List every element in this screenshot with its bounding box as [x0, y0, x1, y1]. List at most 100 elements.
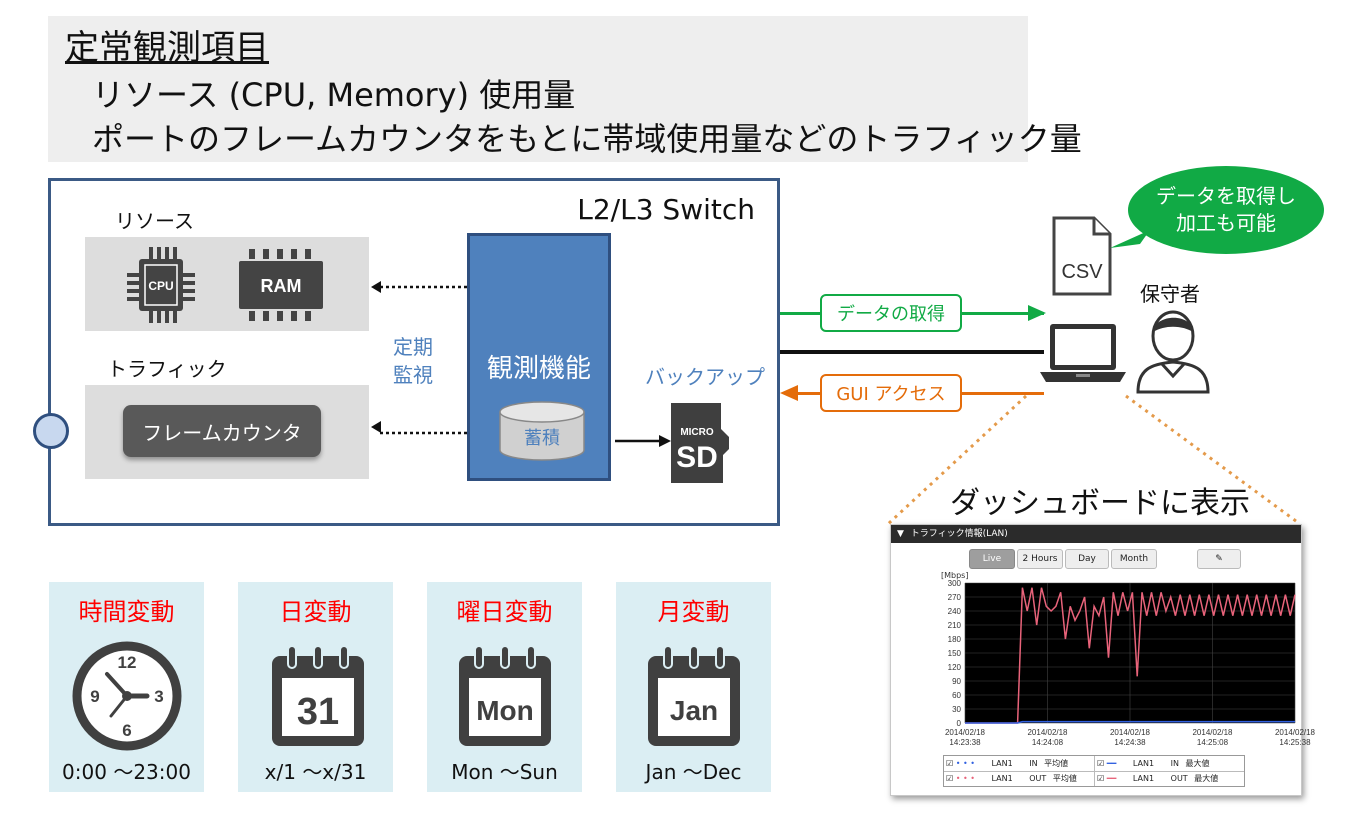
card-footer: x/1 〜x/31: [264, 760, 367, 784]
edit-pencil-icon[interactable]: ✎: [1197, 549, 1241, 569]
legend-stat: 最大値: [1194, 774, 1219, 783]
checkbox-icon[interactable]: ☑: [1097, 774, 1105, 783]
ram-chip-icon: RAM: [239, 249, 323, 321]
clock-9: 9: [90, 687, 99, 706]
legend-stat: 平均値: [1044, 759, 1069, 768]
card-title: 日変動: [279, 598, 352, 626]
dashboard-title: ダッシュボードに表示: [950, 486, 1250, 521]
sd-big-text: SD: [676, 441, 718, 474]
dotted-line-icon: • • •: [955, 759, 975, 768]
legend-stat: 最大値: [1185, 759, 1210, 768]
y-tick-label: 30: [952, 705, 961, 714]
laptop-icon: [1040, 324, 1126, 382]
live-button[interactable]: Live: [969, 549, 1015, 569]
calendar-icon: Jan: [648, 645, 740, 746]
series-line: [965, 587, 1296, 724]
get-data-label: データの取得: [820, 294, 962, 332]
clock-6: 6: [122, 721, 131, 740]
periodic-line2: 監視: [393, 363, 433, 387]
periodic-line1: 定期: [393, 335, 433, 359]
x-tick-label: 14:24:08: [1032, 738, 1064, 747]
clock-12: 12: [118, 653, 137, 672]
x-tick-label: 2014/02/18: [1027, 728, 1068, 737]
x-tick-label: 14:23:38: [949, 738, 981, 747]
header-line-resource: リソース (CPU, Memory) 使用量: [92, 76, 576, 114]
card-title: 月変動: [657, 598, 730, 626]
checkbox-icon[interactable]: ☑: [946, 759, 954, 768]
x-tick-label: 2014/02/18: [1110, 728, 1151, 737]
csv-file-icon: CSV: [1052, 216, 1112, 296]
resource-label: リソース: [115, 209, 194, 233]
x-tick-label: 2014/02/18: [1275, 728, 1316, 737]
y-tick-label: 270: [948, 593, 962, 602]
clock-icon: 12 3 6 9: [72, 641, 182, 751]
monitor-arrows: [371, 281, 467, 435]
sd-small-text: MICRO: [680, 427, 714, 438]
legend-dir: OUT: [1170, 774, 1188, 783]
connection-line: [780, 350, 1044, 354]
solid-line-icon: ━━: [1106, 774, 1117, 783]
speech-bubble: データを取得し 加工も可能: [1128, 166, 1324, 254]
legend-in-avg[interactable]: ☑ • • • LAN1 IN 平均値: [946, 758, 1068, 769]
card-footer: 0:00 〜23:00: [62, 760, 191, 784]
operator-person-icon: [1136, 310, 1210, 394]
legend-dir: OUT: [1029, 774, 1047, 783]
bubble-tail: [1110, 230, 1150, 248]
day-button[interactable]: Day: [1065, 549, 1109, 569]
legend-in-max[interactable]: ☑ ━━ LAN1 IN 最大値: [1097, 758, 1210, 769]
x-tick-label: 14:24:38: [1114, 738, 1146, 747]
calendar-text: 31: [297, 691, 339, 733]
series-line: [965, 720, 1295, 724]
checkbox-icon[interactable]: ☑: [946, 774, 954, 783]
x-tick-label: 2014/02/18: [1192, 728, 1233, 737]
y-tick-label: 120: [948, 663, 962, 672]
legend-dir: IN: [1170, 759, 1179, 768]
y-tick-label: 300: [948, 579, 962, 588]
dotted-line-icon: • • •: [955, 774, 975, 783]
frame-counter-box: フレームカウンタ: [123, 405, 321, 457]
legend-out-max[interactable]: ☑ ━━ LAN1 OUT 最大値: [1097, 773, 1218, 784]
month-button[interactable]: Month: [1111, 549, 1157, 569]
cpu-chip-icon: CPU: [127, 247, 195, 323]
y-tick-label: 180: [948, 635, 962, 644]
backup-arrow: [615, 435, 671, 447]
switch-label: L2/L3 Switch: [577, 193, 755, 226]
operator-label: 保守者: [1140, 282, 1200, 306]
bubble-line1: データを取得し: [1156, 184, 1296, 208]
switch-box: L2/L3 Switch リソース CPU RAM トラフィック フレームカウン…: [33, 178, 780, 526]
calendar-icon: Mon: [459, 645, 551, 746]
legend-port: LAN1: [991, 774, 1013, 783]
calendar-text: Mon: [476, 695, 534, 726]
y-tick-label: 0: [957, 719, 962, 728]
card-title: 時間変動: [78, 598, 175, 626]
legend-port: LAN1: [991, 759, 1013, 768]
x-tick-label: 14:25:38: [1279, 738, 1311, 747]
gui-access-arrowhead: [780, 385, 798, 401]
card-weekday: 曜日変動 Mon Mon 〜Sun: [427, 582, 582, 792]
y-tick-label: 210: [948, 621, 962, 630]
clock-3: 3: [154, 687, 163, 706]
header-panel: [48, 16, 1028, 162]
legend-out-avg[interactable]: ☑ • • • LAN1 OUT 平均値: [946, 773, 1077, 784]
storage-cylinder-icon: 蓄積: [499, 401, 585, 461]
chart-legend: ☑ • • • LAN1 IN 平均値 ☑ ━━ LAN1 IN 最大値 ☑ •…: [943, 755, 1245, 787]
y-tick-label: 150: [948, 649, 962, 658]
y-tick-label: 240: [948, 607, 962, 616]
page-title: 定常観測項目: [65, 28, 269, 68]
two-hours-button[interactable]: 2 Hours: [1017, 549, 1063, 569]
card-footer: Jan 〜Dec: [645, 760, 742, 784]
card-footer: Mon 〜Sun: [451, 760, 558, 784]
card-hourly: 時間変動 12 3 6 9 0:00 〜23:00: [49, 582, 204, 792]
y-tick-label: 60: [952, 691, 961, 700]
dashboard-header: ▼ トラフィック情報(LAN): [891, 525, 1301, 543]
microsd-icon: MICRO SD: [671, 403, 729, 483]
checkbox-icon[interactable]: ☑: [1097, 759, 1105, 768]
function-label: 観測機能: [486, 354, 591, 384]
collapse-icon[interactable]: ▼: [897, 529, 904, 539]
ram-text: RAM: [261, 276, 302, 296]
card-title: 曜日変動: [456, 598, 553, 626]
x-tick-label: 2014/02/18: [945, 728, 986, 737]
legend-port: LAN1: [1132, 774, 1155, 783]
card-monthly: 月変動 Jan Jan 〜Dec: [616, 582, 771, 792]
observation-function-box: 観測機能 蓄積: [467, 233, 611, 481]
